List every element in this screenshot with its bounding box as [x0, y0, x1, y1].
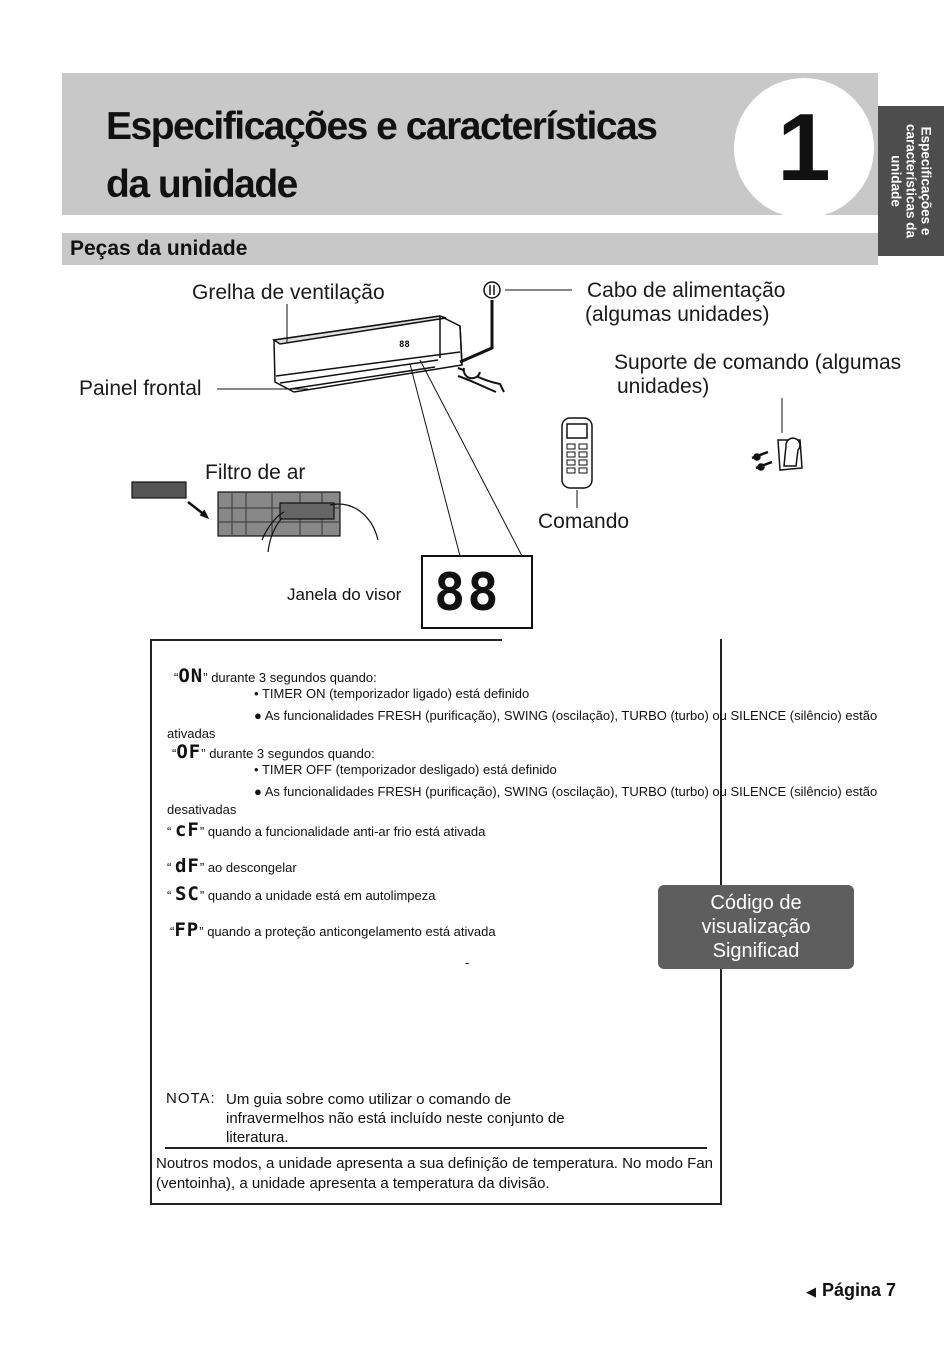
triangle-left-icon: ◀ — [806, 1284, 816, 1299]
code-sc-symbol: SC — [174, 883, 200, 905]
codes-box-top-border — [150, 639, 502, 641]
page-title: Especificações e características da unid… — [106, 105, 658, 206]
code-cf-symbol: cF — [174, 819, 200, 841]
code-of-bullet-2-cont: desativadas — [167, 802, 237, 817]
code-of-row: “OF” durante 3 segundos quando: — [172, 741, 375, 763]
code-on-symbol: ON — [178, 665, 204, 687]
code-on-row: “ON” durante 3 segundos quando: — [174, 665, 377, 687]
chapter-number: 1 — [734, 78, 874, 218]
code-of-symbol: OF — [176, 741, 202, 763]
label-air-filter: Filtro de ar — [205, 461, 306, 484]
remote-control-drawing — [561, 417, 593, 489]
label-remote: Comando — [538, 510, 630, 533]
section-bar — [62, 233, 878, 265]
note-divider — [165, 1147, 707, 1149]
unit-display-mini: 88 — [399, 340, 410, 350]
code-dash: - — [465, 955, 470, 970]
label-remote-holder: Suporte de comando (algumas unidades) — [614, 351, 902, 398]
code-cf-row: “ cF” quando a funcionalidade anti-ar fr… — [167, 819, 486, 841]
code-on-bullet-1: • TIMER ON (temporizador ligado) está de… — [254, 686, 530, 701]
display-mode-note: Noutros modos, a unidade apresenta a sua… — [156, 1155, 714, 1192]
air-filter-drawing — [131, 481, 379, 553]
code-fp-row: “FP” quando a proteção anticongelamento … — [170, 919, 496, 941]
side-tab[interactable]: Especificações e características da unid… — [878, 106, 944, 256]
note-label: NOTA: — [166, 1090, 216, 1107]
label-display-window: Janela do visor — [287, 585, 402, 604]
code-of-bullet-1: • TIMER OFF (temporizador desligado) est… — [254, 762, 557, 777]
code-df-symbol: dF — [174, 855, 200, 877]
code-of-bullet-2: ● As funcionalidades FRESH (purificação)… — [254, 784, 878, 799]
display-window-frame — [421, 555, 533, 629]
label-vent-grille: Grelha de ventilação — [192, 281, 385, 304]
indoor-unit-drawing — [271, 315, 463, 393]
code-df-row: “ dF” ao descongelar — [167, 855, 297, 877]
code-on-bullet-2: ● As funcionalidades FRESH (purificação)… — [254, 708, 878, 723]
display-code-callout: Código de visualização Significad — [658, 885, 854, 969]
code-on-bullet-2-cont: ativadas — [167, 726, 216, 741]
plug-icon — [483, 281, 501, 299]
code-sc-row: “ SC” quando a unidade está em autolimpe… — [167, 883, 436, 905]
remote-holder-drawing — [751, 437, 803, 471]
page-number: ◀Página 7 — [806, 1280, 897, 1300]
section-title: Peças da unidade — [70, 237, 248, 260]
label-power-cable: Cabo de alimentação (algumas unidades) — [585, 279, 786, 326]
display-digits: 88 — [434, 563, 501, 623]
note-text: Um guia sobre como utilizar o comando de… — [226, 1091, 565, 1146]
code-fp-symbol: FP — [174, 919, 200, 941]
label-front-panel: Painel frontal — [79, 377, 202, 400]
